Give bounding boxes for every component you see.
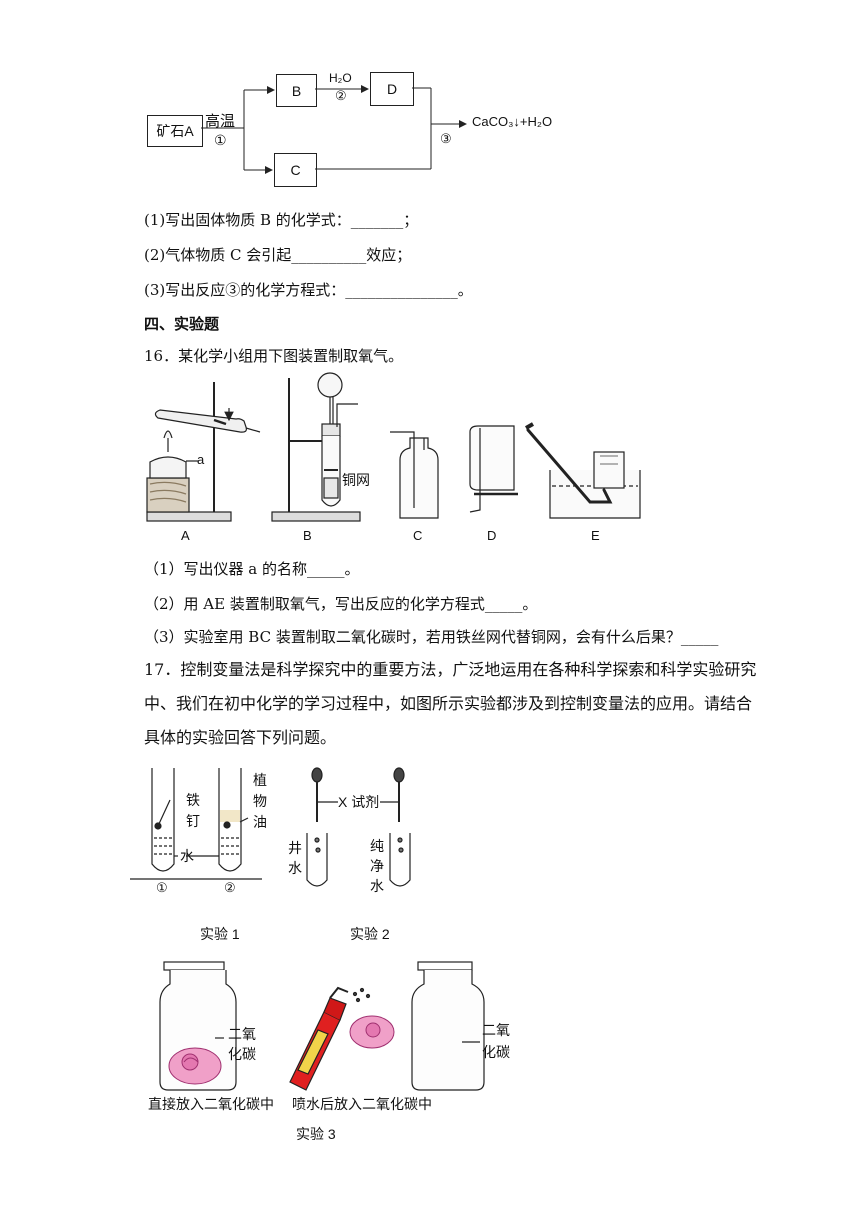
q17-line-2: 中、我们在初中化学的学习过程中，如图所示实验都涉及到控制变量法的应用。请结合 <box>144 694 753 713</box>
tube-2-label: ② <box>224 880 236 895</box>
reagent-label: X 试剂 <box>338 794 380 810</box>
box-d-label: D <box>386 81 398 97</box>
well-water-label-1: 井 <box>288 840 302 856</box>
flow-arrows <box>201 85 467 174</box>
step2-label: ② <box>335 88 347 103</box>
apparatus-label-a: A <box>181 528 190 543</box>
q15-question-1: (1)写出固体物质 B 的化学式：_______； <box>144 211 419 229</box>
q16-question-2: （2）用 AE 装置制取氧气，写出反应的化学方程式_____。 <box>144 595 538 613</box>
box-b-label: B <box>291 82 302 99</box>
experiment-3-caption: 实验 3 <box>296 1126 336 1142</box>
flower-middle <box>349 1015 395 1049</box>
nail-label-2: 钉 <box>186 813 200 829</box>
section-title: 四、实验题 <box>144 315 220 333</box>
box-b: B <box>276 74 317 107</box>
flower-left <box>168 1047 222 1085</box>
apparatus-label-e: E <box>591 528 600 543</box>
pure-water-label-3: 水 <box>370 878 384 894</box>
pure-water-label-2: 净 <box>370 858 384 874</box>
oil-label-2: 物 <box>253 793 267 809</box>
step1-label: ① <box>214 132 227 148</box>
box-c-label: C <box>290 162 301 178</box>
product-label: CaCO₃↓+H₂O <box>472 114 553 129</box>
label-a: a <box>197 452 205 467</box>
q16-question-3: （3）实验室用 BC 装置制取二氧化碳时，若用铁丝网代替铜网，会有什么后果？__… <box>144 628 719 646</box>
experiment-1-2-drawing <box>130 767 411 887</box>
tube-1-label: ① <box>156 880 168 895</box>
apparatus-label-d: D <box>487 528 497 543</box>
oil-label-3: 油 <box>253 814 267 830</box>
pure-water-label-1: 纯 <box>370 838 384 854</box>
apparatus-label-c: C <box>413 528 423 543</box>
q16-stem: 16．某化学小组用下图装置制取氧气。 <box>144 347 404 365</box>
q17-line-1: 17．控制变量法是科学探究中的重要方法，广泛地运用在各种科学探索和科学实验研究 <box>144 660 757 679</box>
water-label: H₂O <box>329 71 352 85</box>
step3-label: ③ <box>440 131 452 146</box>
label-copper-net: 铜网 <box>342 472 370 488</box>
experiment-2-caption: 实验 2 <box>350 926 390 942</box>
condition-label: 高温 <box>205 113 236 130</box>
caption-direct: 直接放入二氧化碳中 <box>148 1096 274 1112</box>
box-d: D <box>370 72 414 106</box>
q15-question-2: (2)气体物质 C 会引起__________效应； <box>144 246 412 264</box>
co2-left-label-1: 二氧 <box>228 1026 256 1042</box>
oil-label-1: 植 <box>253 772 267 788</box>
q17-line-3: 具体的实验回答下列问题。 <box>144 728 337 747</box>
water-label: 水 <box>180 848 194 864</box>
co2-right-label-2: 化碳 <box>482 1044 510 1060</box>
experiment-1-caption: 实验 1 <box>200 926 240 942</box>
nail-label-1: 铁 <box>186 792 200 808</box>
well-water-label-2: 水 <box>288 860 302 876</box>
box-c: C <box>274 153 317 187</box>
apparatus-drawing <box>146 372 641 522</box>
q15-question-3: (3)写出反应③的化学方程式：_______________。 <box>144 281 473 299</box>
ore-a-label: 矿石A <box>156 123 194 139</box>
caption-sprayed: 喷水后放入二氧化碳中 <box>292 1096 432 1112</box>
ore-a-box: 矿石A <box>147 115 203 147</box>
q16-question-1: （1）写出仪器 a 的名称_____。 <box>144 560 360 578</box>
co2-left-label-2: 化碳 <box>228 1046 256 1062</box>
co2-right-label-1: 二氧 <box>482 1022 510 1038</box>
apparatus-label-b: B <box>303 528 312 543</box>
